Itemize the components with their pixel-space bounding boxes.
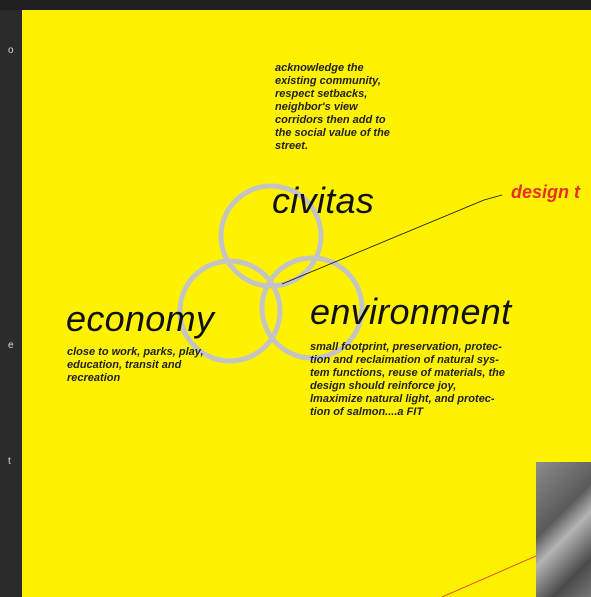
left-text-fragment: o	[8, 45, 14, 56]
top-bar	[0, 0, 591, 10]
environment-description: small footprint, preservation, protec-ti…	[310, 341, 505, 418]
left-text-fragment: t	[8, 456, 11, 467]
environment-circle	[259, 255, 365, 361]
economy-circle	[177, 258, 283, 364]
callout-leader-line-end	[483, 194, 503, 201]
civitas-title: civitas	[272, 180, 375, 221]
left-side-strip: o e t	[0, 10, 22, 597]
photo-thumbnail	[536, 462, 591, 597]
callout-leader-line	[281, 199, 485, 285]
slide-canvas: acknowledge the existing community, resp…	[22, 10, 591, 597]
economy-title: economy	[66, 298, 215, 339]
design-callout: design t	[511, 182, 581, 202]
economy-description: close to work, parks, play, education, t…	[67, 346, 204, 384]
civitas-description: acknowledge the existing community, resp…	[275, 62, 390, 152]
left-text-fragment: e	[8, 340, 14, 351]
environment-title: environment	[310, 291, 512, 332]
venn-diagram	[177, 183, 591, 597]
